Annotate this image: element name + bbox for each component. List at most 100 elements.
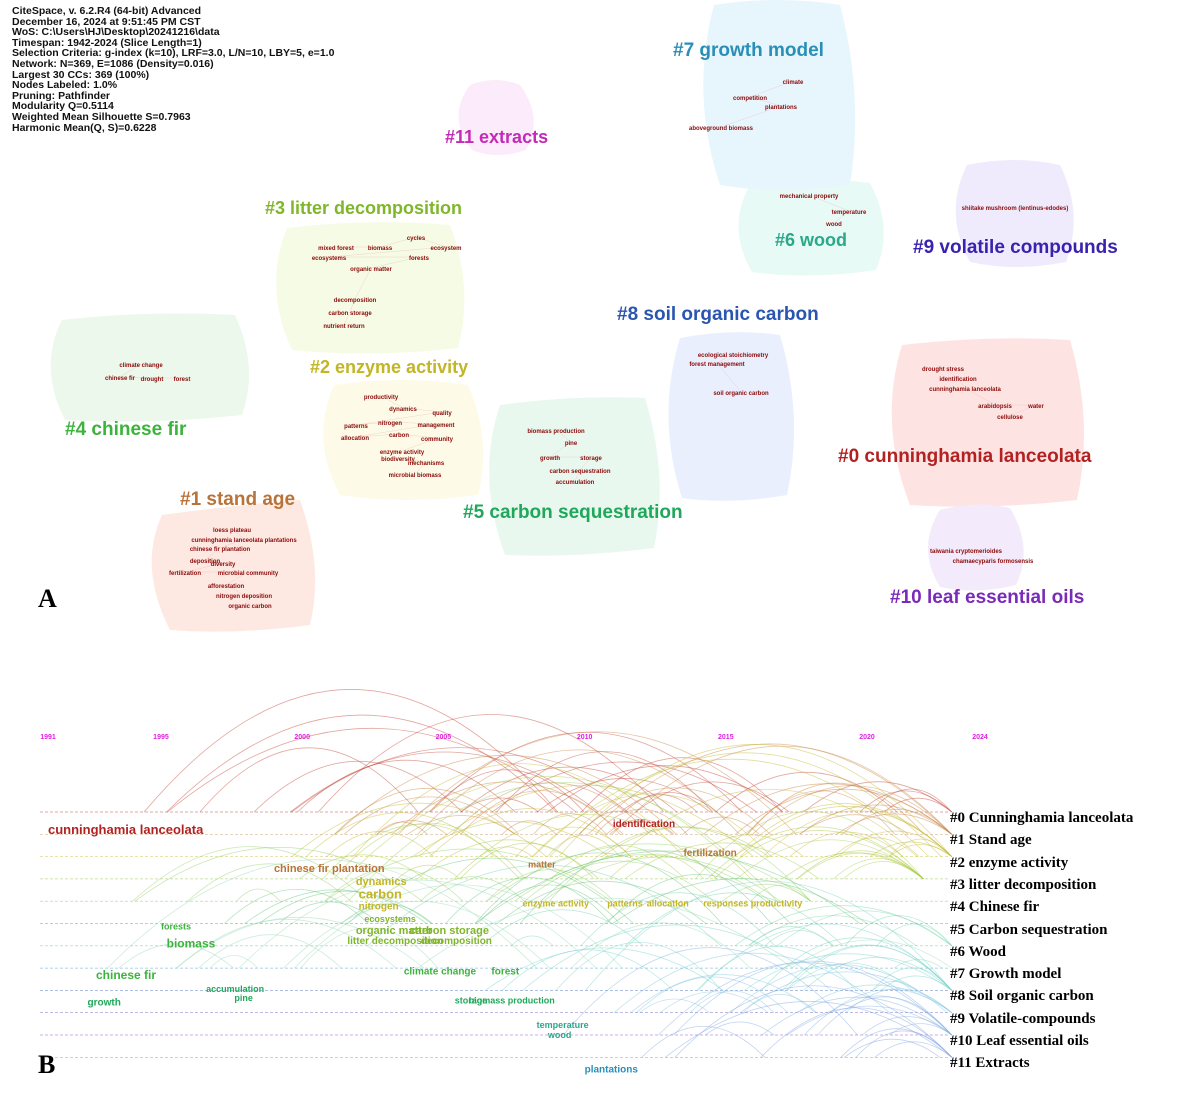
- timeline-arc: [376, 821, 428, 835]
- timeline-arc: [367, 864, 722, 947]
- cluster-keyword: carbon: [389, 433, 409, 439]
- cluster-edge: [716, 362, 742, 393]
- cluster-edge: [964, 387, 996, 406]
- timeline-arc: [532, 758, 930, 857]
- timeline-arc: [740, 971, 953, 1014]
- timeline-arc: [695, 811, 924, 880]
- cluster-keyword: enzyme activity: [380, 450, 425, 456]
- cluster-edge: [389, 421, 437, 425]
- info-line: Nodes Labeled: 1.0%: [12, 79, 118, 92]
- timeline-arc: [334, 755, 677, 835]
- timeline-arc: [460, 797, 539, 813]
- timeline-arc: [324, 848, 612, 902]
- timeline-arc: [659, 991, 769, 1014]
- info-line: WoS: C:\Users\HJ\Desktop\20241216\data: [12, 26, 220, 39]
- timeline-arc: [750, 884, 811, 902]
- timeline-arc: [844, 915, 953, 947]
- cluster-keyword: storage: [580, 456, 602, 462]
- cluster-edge: [833, 210, 850, 224]
- cluster-edge: [225, 571, 249, 586]
- timeline-cluster-label: #1 Stand age: [950, 832, 1032, 849]
- timeline-keyword: allocation: [647, 898, 689, 908]
- cluster-keyword: water: [1027, 404, 1044, 410]
- timeline-arc: [859, 790, 953, 813]
- timeline-arc: [236, 888, 281, 902]
- cluster-keyword: microbial biomass: [389, 473, 442, 479]
- timeline-arc: [703, 783, 953, 835]
- cluster-keyword: dynamics: [389, 407, 417, 413]
- cluster-blob-1: [151, 500, 316, 632]
- timeline-arc: [624, 842, 820, 880]
- timeline-arc: [613, 952, 890, 1014]
- timeline-arc: [305, 812, 495, 857]
- timeline-arc: [641, 1026, 766, 1058]
- timeline-arc: [132, 846, 369, 902]
- timeline-arc: [845, 988, 953, 1013]
- timeline-arc: [522, 924, 832, 991]
- timeline-arc: [391, 781, 624, 835]
- timeline-arc: [510, 935, 554, 947]
- panel-label-a: A: [38, 584, 57, 613]
- cluster-keyword: climate change: [119, 363, 163, 369]
- cluster-edge: [355, 411, 443, 426]
- timeline-arc: [803, 956, 953, 991]
- timeline-keyword: enzyme activity: [522, 898, 589, 908]
- timeline-arc: [749, 926, 833, 947]
- timeline-keyword: accumulation: [206, 984, 264, 994]
- cluster-edge: [401, 437, 438, 452]
- cluster-labels: drought stressidentificationcunninghamia…: [65, 40, 1118, 610]
- timeline-arc: [352, 763, 684, 857]
- cluster-edge: [379, 236, 417, 248]
- timeline-arc: [519, 849, 772, 924]
- cluster-blob-0: [891, 338, 1085, 507]
- timeline-arc: [283, 901, 551, 969]
- timeline-arc: [803, 781, 953, 813]
- timeline-keyword: carbon storage: [410, 925, 489, 937]
- timeline-arc: [883, 797, 953, 813]
- timeline-arc: [893, 959, 943, 969]
- timeline-arc: [451, 782, 651, 835]
- timeline-arc: [524, 860, 714, 902]
- info-line: Timespan: 1942-2024 (Slice Length=1): [12, 36, 202, 49]
- timeline-arc: [224, 888, 369, 924]
- timeline-cluster-label: #2 enzyme activity: [950, 854, 1069, 871]
- timeline-arc: [429, 769, 585, 813]
- cluster-label-10: #10 leaf essential oils: [890, 587, 1084, 608]
- cluster-keyword: identification: [939, 377, 977, 383]
- timeline-arc: [889, 844, 953, 857]
- timeline-arc: [817, 996, 953, 1036]
- timeline-arc: [785, 945, 953, 991]
- timeline-cluster-label: #8 Soil organic carbon: [950, 988, 1094, 1005]
- timeline-arc: [485, 947, 724, 991]
- timeline-arc: [209, 954, 258, 969]
- timeline-arcs: [107, 689, 953, 1058]
- timeline-arc: [605, 819, 675, 835]
- timeline-arc: [760, 1007, 953, 1058]
- timeline-arc: [612, 878, 868, 924]
- timeline-arc: [238, 879, 597, 969]
- cluster-label-3: #3 litter decomposition: [265, 198, 462, 218]
- timeline-arc: [609, 820, 673, 835]
- cluster-keyword: aboveground biomass: [689, 126, 754, 132]
- timeline-arc: [343, 796, 515, 835]
- timeline-keyword: biomass production: [469, 995, 555, 1005]
- cluster-keyword: diversity: [211, 562, 236, 568]
- timeline-arc: [855, 1030, 953, 1058]
- cluster-keyword: fertilization: [169, 571, 201, 577]
- timeline-arc: [459, 842, 595, 880]
- timeline-arc: [761, 937, 953, 991]
- timeline-arc: [606, 873, 791, 924]
- timeline-arc: [407, 815, 516, 835]
- cluster-network-svg: drought stressidentificationcunninghamia…: [50, 0, 1118, 632]
- timeline-keyword: carbon: [359, 887, 402, 902]
- cluster-edge: [720, 105, 782, 128]
- timeline-arc: [713, 830, 924, 880]
- timeline-arc: [549, 752, 942, 857]
- cluster-keyword: carbon storage: [328, 311, 372, 317]
- timeline-arc: [791, 939, 952, 969]
- timeline-arc: [869, 788, 953, 813]
- timeline-arc: [625, 892, 844, 947]
- timeline-arc: [797, 984, 952, 1014]
- cluster-keyword: climate: [783, 80, 804, 86]
- cluster-keyword: microbial community: [218, 571, 279, 577]
